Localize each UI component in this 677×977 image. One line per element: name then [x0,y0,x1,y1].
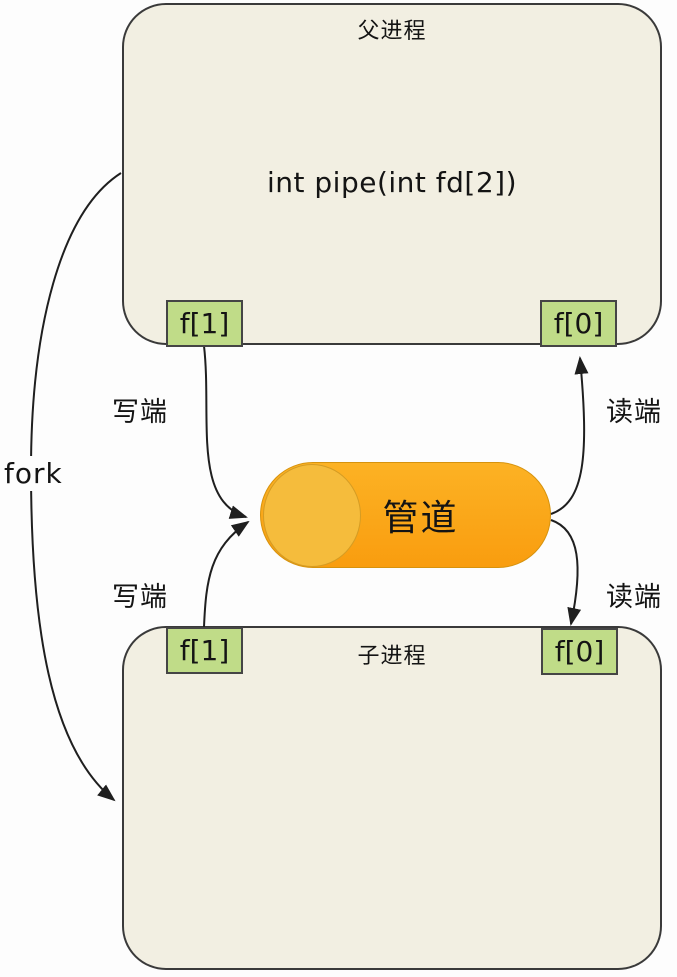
pipe-shape: 管道 [260,462,551,568]
parent-read-fd-tag: f[0] [540,300,617,347]
parent-process-box [122,3,662,345]
parent-write-fd-tag: f[1] [166,300,243,347]
child-read-arrow [550,519,582,626]
child-read-end-label: 读端 [606,582,662,613]
fork-label: fork [1,456,66,491]
parent-process-title: 父进程 [357,19,427,44]
child-write-fd-tag: f[1] [166,627,243,674]
child-write-arrow [203,520,250,628]
pipe-syscall-text: int pipe(int fd[2]) [266,166,517,199]
parent-write-arrow [203,345,248,519]
parent-read-arrow [550,356,589,515]
pipe-end-cap-icon [263,464,361,567]
child-write-end-label: 写端 [112,582,168,613]
child-process-box [122,626,662,970]
parent-write-end-label: 写端 [112,397,168,428]
parent-read-end-label: 读端 [606,397,662,428]
child-read-fd-tag: f[0] [541,628,618,675]
pipe-label: 管道 [382,498,459,539]
child-process-title: 子进程 [357,644,427,669]
